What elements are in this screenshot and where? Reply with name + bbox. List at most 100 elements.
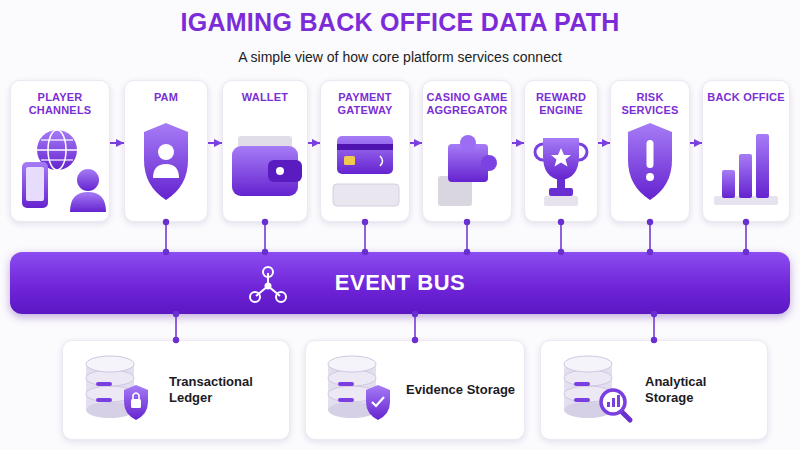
bus-connector bbox=[414, 314, 416, 340]
bus-connector bbox=[653, 314, 655, 340]
node-label: PAYMENT GATEWAY bbox=[324, 91, 406, 117]
player-channels-icon-part bbox=[70, 192, 106, 212]
service-box: BACK OFFICE bbox=[702, 80, 790, 222]
bar-chart-icon-part bbox=[739, 154, 752, 198]
pam-shield-icon-part bbox=[144, 123, 188, 200]
wallet-icon-part bbox=[232, 146, 298, 196]
bus-connector bbox=[649, 222, 651, 252]
bus-connector bbox=[745, 222, 747, 252]
player-channels-icon-part bbox=[41, 139, 73, 140]
diagram-caption: A simple view of how core platform servi… bbox=[0, 49, 800, 65]
wallet-icon-part bbox=[238, 136, 292, 160]
node-label: REWARD ENGINE bbox=[528, 91, 594, 117]
bus-connector bbox=[364, 222, 366, 252]
bar-chart-icon-part bbox=[714, 196, 778, 205]
service-box: PLAYER CHANNELS bbox=[10, 80, 110, 222]
ledger-database-icon-part bbox=[133, 393, 139, 399]
node-label: RISK SERVICES bbox=[614, 91, 686, 117]
ledger-database-icon-part bbox=[124, 385, 148, 420]
ledger-database-icon-part bbox=[86, 356, 134, 418]
player-channels-icon-part bbox=[41, 159, 73, 160]
flow-arrow bbox=[512, 142, 524, 144]
puzzle-icon-part bbox=[460, 135, 476, 151]
payment-terminal-icon bbox=[333, 136, 399, 206]
analytics-database-icon bbox=[564, 356, 630, 420]
evidence-database-icon-part bbox=[372, 397, 384, 406]
service-box: PAM bbox=[124, 80, 208, 222]
risk-shield-icon bbox=[628, 123, 672, 200]
analytics-database-icon-part bbox=[601, 390, 625, 414]
node-label: EVENT BUS bbox=[335, 270, 465, 296]
node-label: PAM bbox=[128, 91, 204, 104]
puzzle-icon-part bbox=[481, 155, 497, 171]
node-label: WALLET bbox=[226, 91, 304, 104]
payment-terminal-icon-part bbox=[344, 156, 355, 165]
trophy-icon bbox=[535, 138, 587, 206]
storage-box: Analytical Storage bbox=[540, 340, 768, 440]
payment-terminal-icon-part bbox=[380, 156, 383, 166]
bus-connector bbox=[560, 222, 562, 252]
payment-terminal-icon-part bbox=[333, 184, 399, 206]
trophy-icon-part bbox=[551, 148, 571, 167]
trophy-icon-part bbox=[549, 188, 573, 196]
analytics-database-icon-part bbox=[612, 398, 615, 407]
player-channels-icon-part bbox=[26, 167, 44, 201]
bus-connector bbox=[165, 222, 167, 252]
event-bus-band: EVENT BUS bbox=[10, 252, 790, 314]
network-icon bbox=[250, 267, 286, 302]
risk-shield-icon-part bbox=[646, 173, 654, 181]
node-label: Evidence Storage bbox=[406, 382, 518, 398]
node-label: CASINO GAME AGGREGATOR bbox=[426, 91, 508, 117]
evidence-database-icon bbox=[328, 356, 390, 420]
network-icon-part bbox=[263, 267, 273, 277]
analytics-database-icon-part bbox=[617, 395, 620, 407]
analytics-database-icon-part bbox=[622, 412, 630, 420]
trophy-icon-part bbox=[557, 179, 565, 189]
player-channels-icon-part bbox=[37, 149, 77, 151]
flow-arrow bbox=[208, 142, 222, 144]
service-box: CASINO GAME AGGREGATOR bbox=[422, 80, 512, 222]
trophy-icon-part bbox=[571, 144, 587, 160]
evidence-database-icon-part bbox=[366, 385, 390, 420]
bar-chart-icon bbox=[714, 134, 778, 205]
trophy-icon-part bbox=[535, 144, 551, 160]
network-icon-part bbox=[267, 273, 269, 286]
service-box: WALLET bbox=[222, 80, 308, 222]
player-channels-icon-part bbox=[77, 169, 99, 191]
node-label: PLAYER CHANNELS bbox=[14, 91, 106, 117]
pam-shield-icon-part bbox=[153, 164, 179, 178]
trophy-icon-part bbox=[543, 138, 579, 180]
network-icon-part bbox=[268, 286, 280, 296]
diagram-title: IGAMING BACK OFFICE DATA PATH bbox=[0, 8, 800, 37]
player-channels-icon-part bbox=[48, 130, 66, 170]
network-icon-part bbox=[250, 292, 260, 302]
network-icon-part bbox=[256, 286, 268, 296]
flow-arrow bbox=[110, 142, 124, 144]
evidence-database-icon-part bbox=[328, 356, 376, 418]
payment-terminal-icon-part bbox=[337, 136, 393, 174]
player-channels-icon-part bbox=[22, 162, 48, 208]
storage-box: Transactional Ledger bbox=[62, 340, 290, 440]
payment-terminal-icon-part bbox=[337, 144, 393, 150]
flow-arrow bbox=[598, 142, 610, 144]
node-label: Transactional Ledger bbox=[169, 374, 281, 406]
bar-chart-icon-part bbox=[756, 134, 769, 198]
bus-connector bbox=[466, 222, 468, 252]
storage-box: Evidence Storage bbox=[305, 340, 525, 440]
analytics-database-icon-part bbox=[564, 356, 612, 418]
flow-arrow bbox=[410, 142, 422, 144]
service-box: RISK SERVICES bbox=[610, 80, 690, 222]
wallet-icon-part bbox=[276, 167, 284, 175]
service-box: REWARD ENGINE bbox=[524, 80, 598, 222]
network-icon-part bbox=[276, 292, 286, 302]
risk-shield-icon-part bbox=[628, 123, 672, 200]
network-icon-part bbox=[265, 283, 272, 290]
player-channels-icon bbox=[22, 130, 106, 212]
analytics-database-icon-part bbox=[607, 402, 610, 407]
pam-shield-icon-part bbox=[158, 144, 174, 160]
node-label: Analytical Storage bbox=[645, 374, 757, 406]
